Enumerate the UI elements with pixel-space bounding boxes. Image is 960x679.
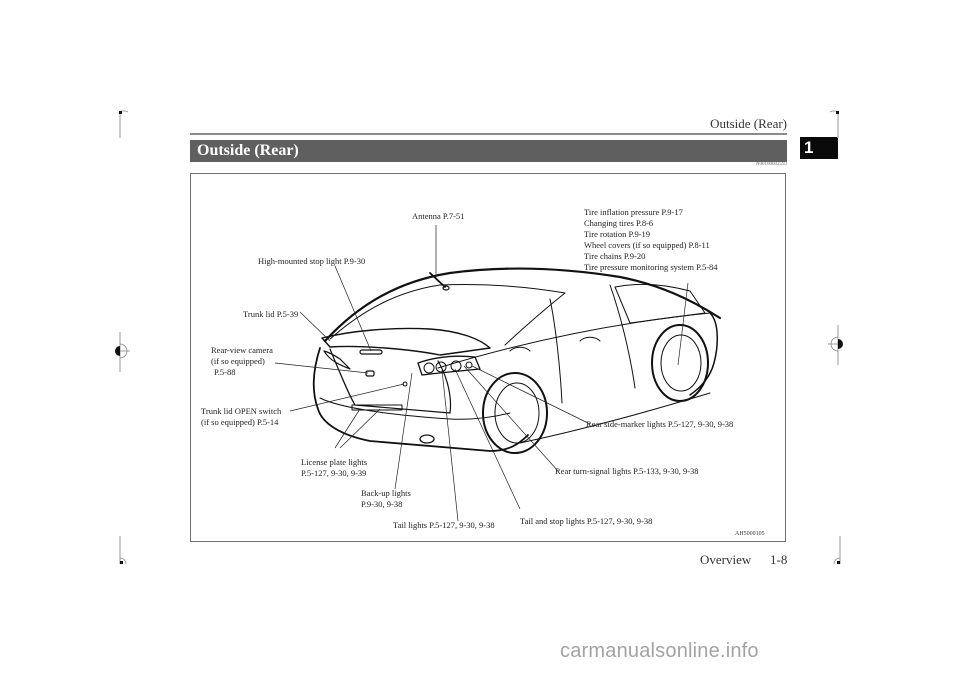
callout-tires-line-5: Tire chains P.9-20: [584, 251, 646, 261]
callout-trunk-lid-open-switch-line-2: (if so equipped) P.5-14: [201, 417, 279, 427]
leader-tail-stop: [454, 368, 521, 510]
figure-frame: [190, 173, 786, 542]
car-license-plate-lights: [351, 404, 403, 411]
callout-rear-side-marker-lights: Rear side-marker lights P.5-127, 9-30, 9…: [586, 419, 734, 429]
callout-back-up-lights-line-1: Back-up lights: [361, 488, 411, 498]
car-front-window: [614, 283, 706, 324]
car-bumper-line: [319, 397, 511, 420]
callout-tires-line-1: Tire inflation pressure P.9-17: [584, 207, 683, 217]
header-rule: [190, 133, 787, 135]
callout-tail-and-stop-lights: Tail and stop lights P.5-127, 9-30, 9-38: [520, 516, 653, 526]
car-front-wheel: [651, 324, 709, 402]
callout-back-up-lights-line-2: P.9-30, 9-38: [361, 499, 403, 509]
leader-turn: [463, 365, 559, 472]
leader-license-2: [339, 408, 381, 449]
car-rear-door: [549, 284, 636, 404]
callout-rear-view-camera-line-3: P.5-88: [214, 367, 236, 377]
section-title: Outside (Rear): [197, 142, 299, 159]
car-camera: [365, 370, 375, 377]
callout-rear-view-camera-line-2: (if so equipped): [211, 356, 265, 366]
callout-license-plate-lights-line-1: License plate lights: [301, 457, 368, 467]
figure-code: AH5000105: [735, 531, 765, 537]
callout-license-plate-lights: License plate lights P.5-127, 9-30, 9-39: [301, 457, 367, 479]
callout-antenna: Antenna P.7-51: [412, 211, 465, 221]
leader-tires: [677, 282, 689, 366]
callout-tail-lights: Tail lights P.5-127, 9-30, 9-38: [393, 520, 495, 530]
car-rear-wheel: [482, 372, 548, 454]
callout-rear-turn-signal-lights: Rear turn-signal lights P.5-133, 9-30, 9…: [555, 466, 699, 476]
watermark: carmanualsonline.info: [560, 640, 759, 662]
leader-trunk-switch: [289, 383, 405, 412]
car-high-stop-light: [359, 349, 383, 355]
car-rear-illustration: [274, 225, 722, 522]
callout-high-mounted-stop-light: High-mounted stop light P.9-30: [258, 256, 366, 266]
section-heading-bar: [190, 140, 787, 162]
callout-license-plate-lights-line-2: P.5-127, 9-30, 9-39: [301, 468, 367, 478]
callout-trunk-lid-open-switch-line-1: Trunk lid OPEN switch: [201, 406, 282, 416]
crop-mark-bottom-left-icon: [119, 536, 127, 565]
running-header-title: Outside (Rear): [710, 116, 787, 131]
leader-backup: [394, 372, 413, 490]
leader-license-1: [334, 408, 361, 449]
car-rear-body: [312, 347, 529, 452]
car-exhaust: [419, 434, 435, 444]
callout-tires-line-3: Tire rotation P.9-19: [584, 229, 651, 239]
chapter-tab: 1: [800, 137, 838, 159]
registration-mark-left-icon: [115, 332, 130, 372]
callout-back-up-lights: Back-up lights P.9-30, 9-38: [361, 488, 411, 510]
callout-trunk-lid: Trunk lid P.5-39: [243, 309, 299, 319]
car-left-taillamp: [323, 350, 351, 370]
footer-page-number: 1-8: [770, 552, 788, 567]
callout-rear-view-camera-line-1: Rear-view camera: [211, 345, 273, 355]
car-front-fender: [689, 312, 718, 396]
crop-mark-top-left-icon: [119, 110, 129, 138]
car-antenna: [429, 272, 446, 288]
leader-side-marker: [471, 365, 591, 425]
crop-mark-top-right-icon: [829, 110, 839, 138]
leader-tail: [441, 369, 459, 522]
callout-tires-line-2: Changing tires P.8-6: [584, 218, 654, 228]
registration-mark-right-icon: [828, 325, 843, 365]
document-id: N00100602593: [755, 162, 787, 167]
callout-rear-view-camera: Rear-view camera (if so equipped) P.5-88: [211, 345, 273, 378]
callout-tires: Tire inflation pressure P.9-17 Changing …: [584, 207, 718, 273]
leader-high-stop: [334, 265, 372, 352]
footer-chapter: Overview: [700, 552, 752, 567]
car-door-handle-1: [509, 346, 531, 352]
crop-mark-bottom-right-icon: [833, 536, 841, 565]
callout-tires-line-6: Tire pressure monitoring system P.5-84: [584, 262, 718, 272]
car-spoiler: [321, 327, 491, 356]
leader-camera: [274, 362, 369, 374]
car-roof-outline: [323, 267, 722, 343]
callout-tires-line-4: Wheel covers (if so equipped) P.8-11: [584, 240, 710, 250]
leader-trunk-lid: [299, 311, 331, 342]
car-rear-window: [329, 283, 566, 346]
car-door-handle-2: [579, 336, 601, 342]
callout-trunk-lid-open-switch: Trunk lid OPEN switch (if so equipped) P…: [201, 406, 281, 428]
car-right-taillamp: [417, 355, 481, 376]
